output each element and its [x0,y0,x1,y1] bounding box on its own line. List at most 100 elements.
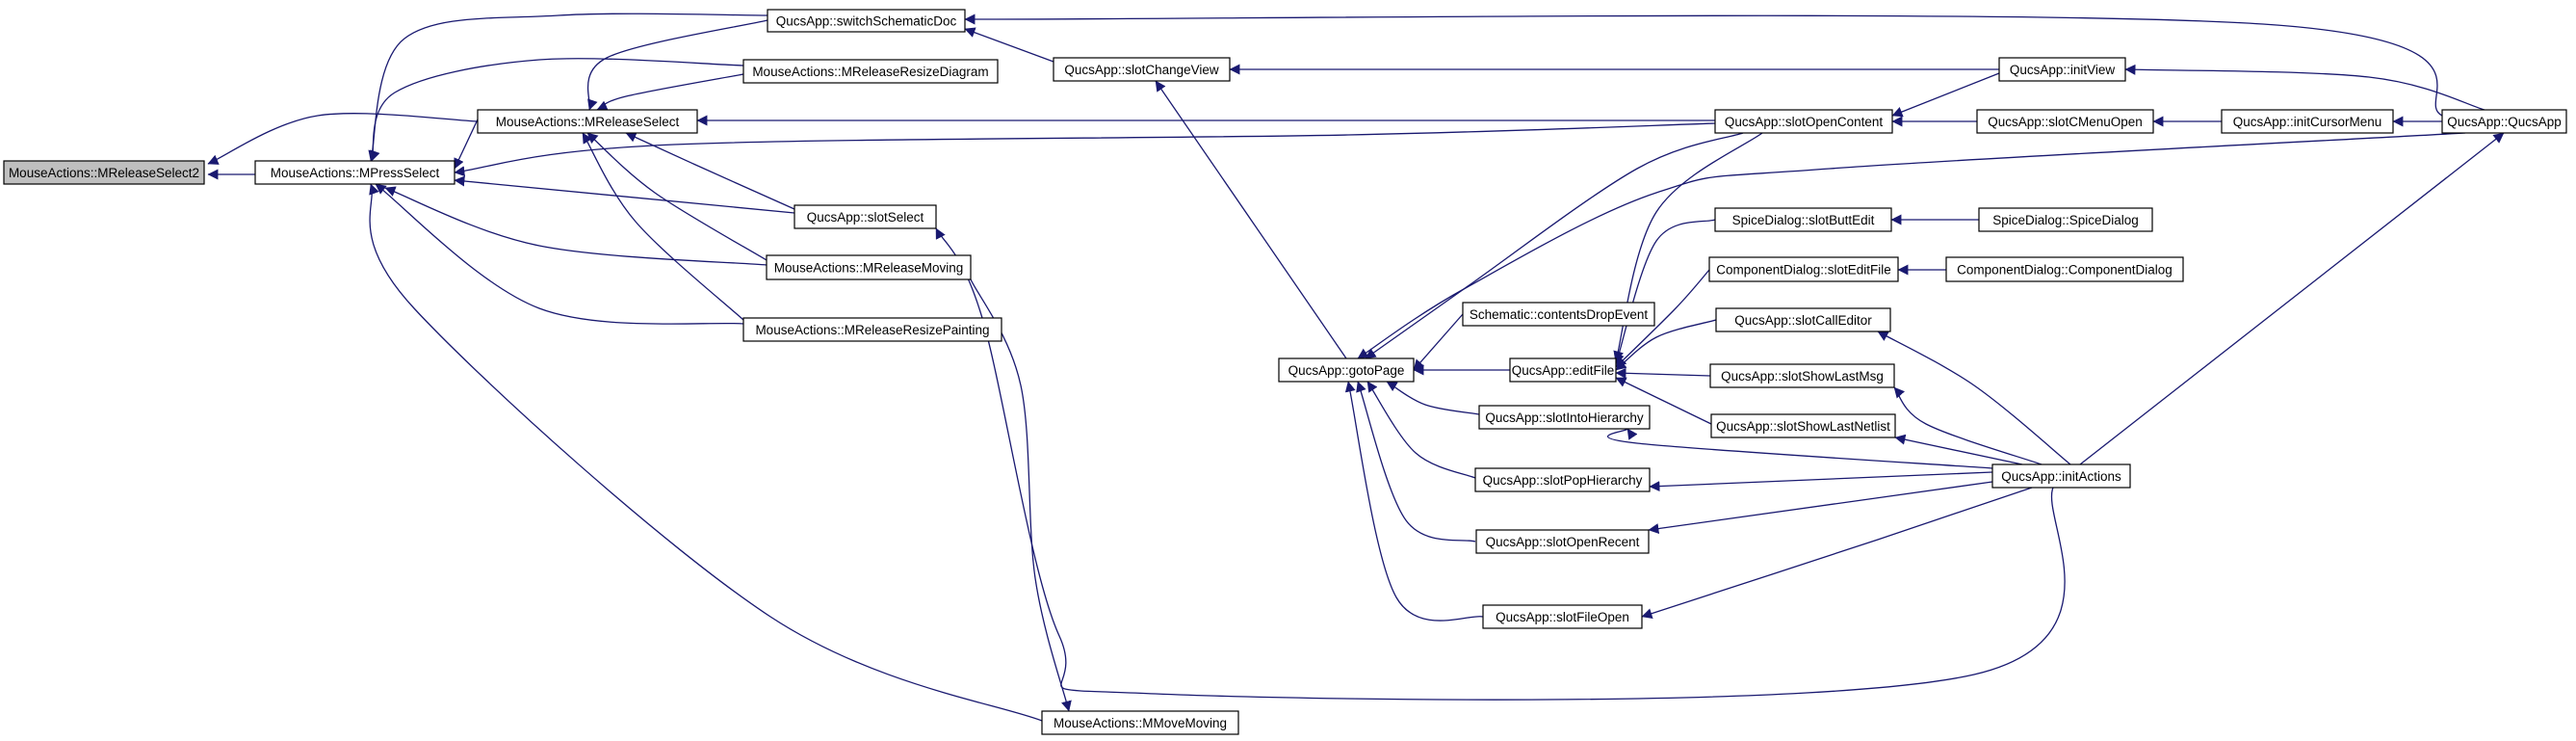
node-label: QucsApp::slotShowLastMsg [1721,369,1884,384]
graph-node[interactable]: QucsApp::initView [1998,57,2126,82]
call-edge-n2-to-n4 [586,19,768,111]
node-box[interactable] [1053,57,1231,82]
graph-node[interactable]: QucsApp::slotFileOpen [1482,604,1643,629]
call-edge-n14-to-n10 [1366,381,1476,479]
node-box[interactable] [477,109,698,134]
node-box[interactable] [1715,307,1891,332]
node-label: QucsApp::QucsApp [2447,115,2562,129]
call-edge-n5-to-n4 [625,132,795,210]
graph-node[interactable]: MouseActions::MReleaseResizePainting [742,317,1002,342]
node-label: QucsApp::initView [2010,63,2116,77]
node-box[interactable] [2441,109,2567,134]
node-label: MouseActions::MMoveMoving [1054,716,1227,730]
node-label: QucsApp::editFile [1512,363,1615,378]
node-box[interactable] [1714,109,1893,134]
node-label: QucsApp::slotSelect [807,210,924,225]
graph-node[interactable]: QucsApp::initActions [1991,463,2131,489]
graph-node[interactable]: SpiceDialog::SpiceDialog [1978,207,2153,232]
graph-node[interactable]: QucsApp::slotOpenContent [1714,109,1893,134]
graph-node[interactable]: MouseActions::MPressSelect [254,160,455,185]
node-box[interactable] [1976,109,2154,134]
call-edge-n20-to-n12 [1615,319,1717,371]
node-box[interactable] [254,160,455,185]
node-box[interactable] [1714,207,1892,232]
graph-node[interactable]: MouseActions::MReleaseSelect2 [3,160,205,185]
call-edge-n9-to-n10 [1155,80,1347,359]
node-box[interactable] [794,204,937,229]
call-edge-n22-to-n12 [1615,377,1712,425]
edges [207,13,2505,722]
node-box[interactable] [1475,529,1650,554]
node-box[interactable] [1945,256,2184,282]
node-box[interactable] [742,59,999,84]
node-box[interactable] [1278,357,1415,383]
call-edge-n11-to-n10 [1413,313,1464,371]
node-box[interactable] [1978,207,2153,232]
node-box[interactable] [2221,109,2394,134]
call-edge-n29-to-n13 [1607,428,1993,469]
call-edge-n29-to-n21 [1893,386,2043,465]
node-box[interactable] [1482,604,1643,629]
node-label: MouseActions::MReleaseResizeDiagram [752,65,988,79]
node-label: QucsApp::slotIntoHierarchy [1485,410,1644,425]
graph-node[interactable]: MouseActions::MReleaseSelect [477,109,698,134]
node-box[interactable] [1462,302,1655,327]
call-edge-n29-to-n16 [1641,487,2033,619]
graph-node[interactable]: MouseActions::MReleaseMoving [766,254,972,280]
node-box[interactable] [1474,467,1651,492]
node-label: ComponentDialog::ComponentDialog [1957,263,2173,278]
graph-node[interactable]: QucsApp::initCursorMenu [2221,109,2394,134]
call-edge-n7-to-n4 [582,132,744,321]
node-label: QucsApp::slotFileOpen [1496,610,1629,624]
call-edge-n4-to-n0 [207,113,479,165]
graph-node[interactable]: Schematic::contentsDropEvent [1462,302,1655,327]
node-box[interactable] [767,9,966,33]
graph-node[interactable]: QucsApp::slotOpenRecent [1475,529,1650,554]
node-label: SpiceDialog::slotButtEdit [1732,213,1875,227]
graph-node[interactable]: QucsApp::slotSelect [794,204,937,229]
graph-node[interactable]: QucsApp::slotIntoHierarchy [1478,405,1651,430]
graph-node[interactable]: QucsApp::editFile [1509,357,1617,383]
node-box[interactable] [1991,463,2131,489]
node-label: QucsApp::slotCallEditor [1734,313,1872,328]
node-box[interactable] [1998,57,2126,82]
node-box[interactable] [1509,357,1617,383]
node-label: QucsApp::switchSchematicDoc [776,14,957,29]
node-label: QucsApp::slotShowLastNetlist [1716,419,1890,434]
graph-node[interactable]: QucsApp::slotShowLastMsg [1709,363,1895,388]
node-label: QucsApp::slotOpenRecent [1486,535,1640,549]
call-edge-n7-to-n1 [375,183,744,325]
graph-node[interactable]: QucsApp::slotPopHierarchy [1474,467,1651,492]
graph-node[interactable]: QucsApp::slotShowLastNetlist [1710,413,1896,438]
call-edge-n29-to-n20 [1877,331,2071,465]
node-box[interactable] [1041,710,1239,735]
node-label: MouseActions::MReleaseMoving [774,261,964,276]
graph-node[interactable]: SpiceDialog::slotButtEdit [1714,207,1892,232]
graph-node[interactable]: ComponentDialog::ComponentDialog [1945,256,2184,282]
graph-node[interactable]: QucsApp::QucsApp [2441,109,2567,134]
node-box[interactable] [3,160,205,185]
call-edge-n6-to-n4 [586,132,768,261]
graph-node[interactable]: MouseActions::MMoveMoving [1041,710,1239,735]
call-edge-n26-to-n23 [2124,64,2485,111]
graph-node[interactable]: ComponentDialog::slotEditFile [1708,256,1899,282]
node-label: MouseActions::MReleaseSelect [496,115,680,129]
node-box[interactable] [1709,363,1895,388]
graph-node[interactable]: QucsApp::gotoPage [1278,357,1415,383]
graph-node[interactable]: QucsApp::slotChangeView [1053,57,1231,82]
graph-node[interactable]: QucsApp::switchSchematicDoc [767,9,966,33]
node-label: QucsApp::slotOpenContent [1725,115,1884,129]
graph-node[interactable]: QucsApp::slotCMenuOpen [1976,109,2154,134]
call-edge-n16-to-n10 [1344,381,1484,622]
node-box[interactable] [742,317,1002,342]
node-box[interactable] [1710,413,1896,438]
graph-node[interactable]: QucsApp::slotCallEditor [1715,307,1891,332]
call-edge-n2-to-n1 [368,13,768,162]
call-edge-n21-to-n12 [1615,367,1711,379]
node-label: MouseActions::MReleaseSelect2 [9,166,199,180]
node-box[interactable] [1478,405,1651,430]
node-box[interactable] [766,254,972,280]
graph-node[interactable]: MouseActions::MReleaseResizeDiagram [742,59,999,84]
node-box[interactable] [1708,256,1899,282]
